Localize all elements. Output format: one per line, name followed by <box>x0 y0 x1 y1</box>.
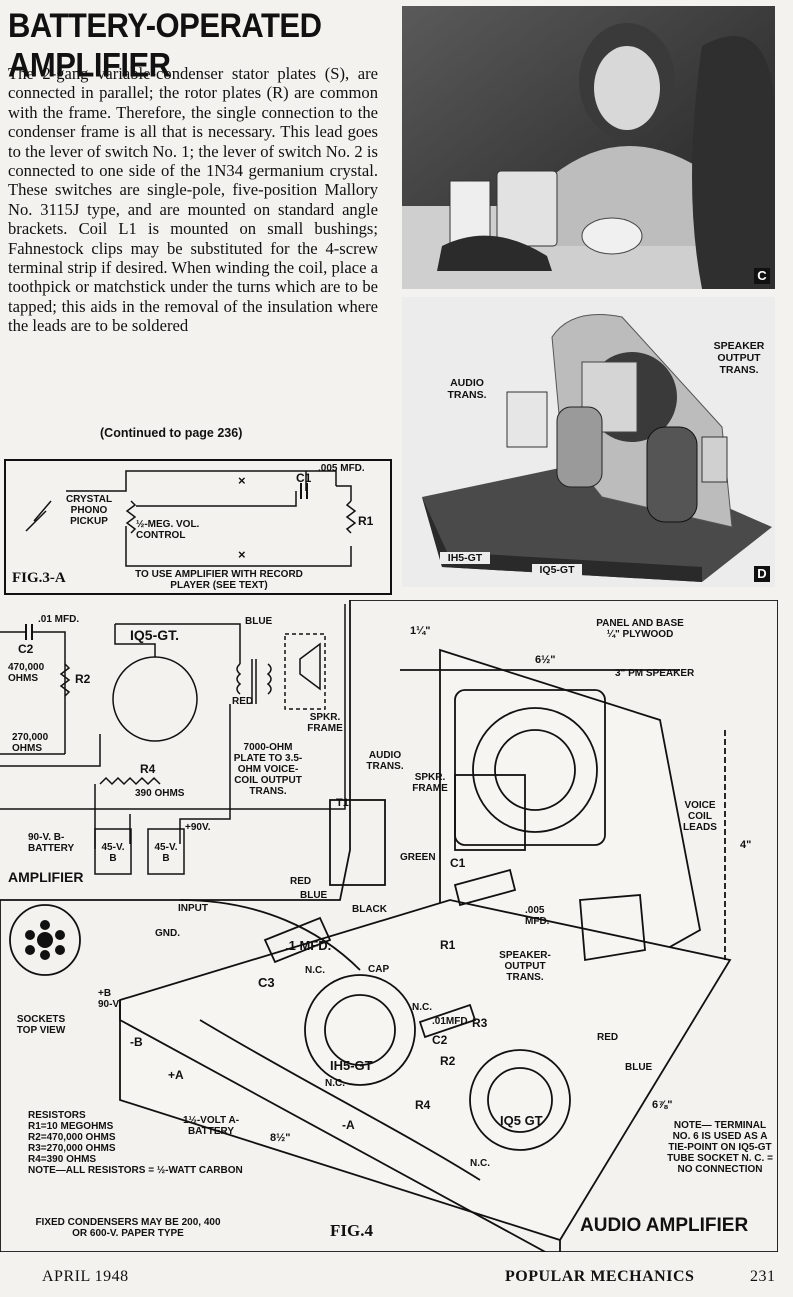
fig4-input-label: INPUT <box>178 903 208 914</box>
photo-d-audio-trans-label: AUDIO TRANS. <box>442 377 492 401</box>
fig4-audio-trans-label: AUDIO TRANS. <box>366 750 404 772</box>
fig3a-x2: × <box>238 547 246 562</box>
fig3a-wires <box>25 470 357 567</box>
fig4-red2-label: RED <box>597 1032 619 1043</box>
fig3a-label: FIG.3-A <box>12 570 66 586</box>
fig4-r2-label: R2 <box>440 1054 456 1068</box>
fig3a-use-note: TO USE AMPLIFIER WITH RECORD PLAYER (SEE… <box>135 569 303 591</box>
photo-d-speaker-output-label: SPEAKER OUTPUT TRANS. <box>704 340 774 376</box>
fig4-gnd-label: GND. <box>155 928 180 939</box>
fig3a-crystal-label: CRYSTAL PHONO PICKUP <box>65 494 113 527</box>
fig4-r4-label: R4 <box>415 1098 431 1112</box>
fig4-cap-label: CAP <box>368 964 390 975</box>
footer-date: APRIL 1948 <box>42 1268 129 1285</box>
fig4-nc1-label: N.C. <box>305 965 325 976</box>
fig4-black-label: BLACK <box>352 904 387 915</box>
fig4-blue2-label: BLUE <box>625 1062 653 1073</box>
schematic-blue-label: BLUE <box>245 616 273 627</box>
photo-c-image <box>402 6 775 289</box>
fig4-nc4-label: N.C. <box>470 1158 490 1169</box>
photo-d-tag: D <box>754 566 770 582</box>
footer-magazine: POPULAR MECHANICS <box>505 1268 695 1285</box>
fig4-c3-label: C3 <box>258 975 275 990</box>
fig4-r3-label: R3 <box>472 1016 488 1030</box>
fig4-t1-label: T1 <box>336 797 349 809</box>
fig4-spkr-frame-label: SPKR. FRAME <box>412 772 448 794</box>
fig3a-control-label: ½-MEG. VOL. CONTROL <box>136 519 200 541</box>
fig4-drawing <box>0 600 778 1252</box>
fig4-c3-value: .1 MFD. <box>285 938 332 953</box>
photo-c-tag: C <box>754 268 770 284</box>
fig4-tube2-label: IQ5 GT <box>500 1113 543 1128</box>
schematic-section-label: AMPLIFIER <box>8 869 84 885</box>
fig3a-diagram: CRYSTAL PHONO PICKUP ½-MEG. VOL. CONTROL… <box>4 459 392 595</box>
fig4-panel-label: PANEL AND BASE ¼" PLYWOOD <box>596 618 684 640</box>
photo-d: SPEAKER OUTPUT TRANS. AUDIO TRANS. IH5-G… <box>402 297 775 587</box>
fig4-plus-a-label: +A <box>168 1068 184 1082</box>
article-body: The 2-gang variable-condenser stator pla… <box>8 64 378 336</box>
fig4-nc3-label: N.C. <box>325 1078 345 1089</box>
schematic-bat1-label: 45-V. B <box>101 842 125 864</box>
fig3a-c1-label: C1 <box>296 471 312 485</box>
schematic-transformer-label: 7000-OHM PLATE TO 3.5-OHM VOICE-COIL OUT… <box>233 742 303 797</box>
photo-d-tube2-label: IQ5-GT <box>532 564 582 576</box>
fig4-condensers-note: FIXED CONDENSERS MAY BE 200, 400 OR 600-… <box>35 1217 221 1239</box>
fig4-dim-8h: 8½" <box>270 1132 291 1144</box>
schematic-bat2-label: 45-V. B <box>154 842 178 864</box>
fig4-minus-a-label: -A <box>342 1118 355 1132</box>
schematic-r4-value: 390 OHMS <box>135 788 185 799</box>
fig4-voice-coil-label: VOICE COIL LEADS <box>683 800 717 833</box>
photo-d-tube1-label: IH5-GT <box>440 552 490 564</box>
schematic-plus90-label: +90V. <box>185 822 211 833</box>
schematic-spkr-frame-label: SPKR. FRAME <box>307 712 343 734</box>
fig4-sockets-label: SOCKETS TOP VIEW <box>16 1014 66 1036</box>
schematic-wires <box>0 604 346 875</box>
fig4-blue-label: BLUE <box>300 890 328 901</box>
fig4-minus-b-label: -B <box>130 1035 143 1049</box>
fig4-c1-label: C1 <box>450 856 466 870</box>
schematic-c2-label: C2 <box>18 642 34 656</box>
fig4-green-label: GREEN <box>400 852 436 863</box>
fig4-c2-label: C2 <box>432 1033 448 1047</box>
photo-c: C <box>402 6 775 289</box>
fig4-dim-6t: 6⅞" <box>652 1099 673 1111</box>
fig4-plus-b-label: +B 90-V. <box>98 988 121 1010</box>
fig4-note: NOTE— TERMINAL NO. 6 IS USED AS A TIE-PO… <box>667 1120 773 1175</box>
fig4-dim-1q: 1¼" <box>410 625 431 637</box>
fig4-dim-4: 4" <box>740 839 752 851</box>
schematic-b-battery-label: 90-V. B-BATTERY <box>28 832 75 854</box>
fig3a-x1: × <box>238 473 246 488</box>
fig4-label: FIG.4 <box>330 1221 373 1240</box>
fig4-red-label: RED <box>290 876 312 887</box>
footer-page: 231 <box>750 1268 776 1285</box>
schematic-red-label: RED <box>232 696 254 707</box>
fig3a-r1-label: R1 <box>358 514 374 528</box>
fig3a-c1-value: .005 MFD. <box>318 463 365 474</box>
fig4-tube1-label: IH5-GT <box>330 1058 373 1073</box>
fig4-nc2-label: N.C. <box>412 1002 432 1013</box>
article-title: BATTERY-OPERATED AMPLIFIER <box>8 6 322 85</box>
amplifier-schematic: .01 MFD. C2 IQ5-GT. 470,000 OHMS R2 270,… <box>0 604 350 894</box>
continued-note: (Continued to page 236) <box>100 426 243 440</box>
schematic-r4-label: R4 <box>140 762 156 776</box>
schematic-tube-label: IQ5-GT. <box>130 627 180 643</box>
fig4-speaker-output-label: SPEAKER-OUTPUT TRANS. <box>499 950 551 983</box>
fig4-diagram: PANEL AND BASE ¼" PLYWOOD 3" PM SPEAKER … <box>0 600 778 1252</box>
schematic-r3-value: 270,000 OHMS <box>12 732 49 754</box>
fig4-resistors-table: RESISTORS R1=10 MEGOHMS R2=470,000 OHMS … <box>28 1110 243 1176</box>
schematic-r2-value: 470,000 OHMS <box>8 662 45 684</box>
schematic-r2-label: R2 <box>75 672 91 686</box>
fig4-a-battery-label: 1½-VOLT A-BATTERY <box>182 1115 240 1137</box>
fig4-title: AUDIO AMPLIFIER <box>580 1215 749 1236</box>
fig4-r1-label: R1 <box>440 938 456 952</box>
fig4-dim-6h: 6½" <box>535 654 556 666</box>
fig4-c1-value: .005 MFD. <box>525 905 550 927</box>
fig4-speaker-label: 3" PM SPEAKER <box>615 668 695 679</box>
schematic-c2-value: .01 MFD. <box>38 614 80 625</box>
fig4-c2-value: .01MFD <box>432 1016 468 1027</box>
